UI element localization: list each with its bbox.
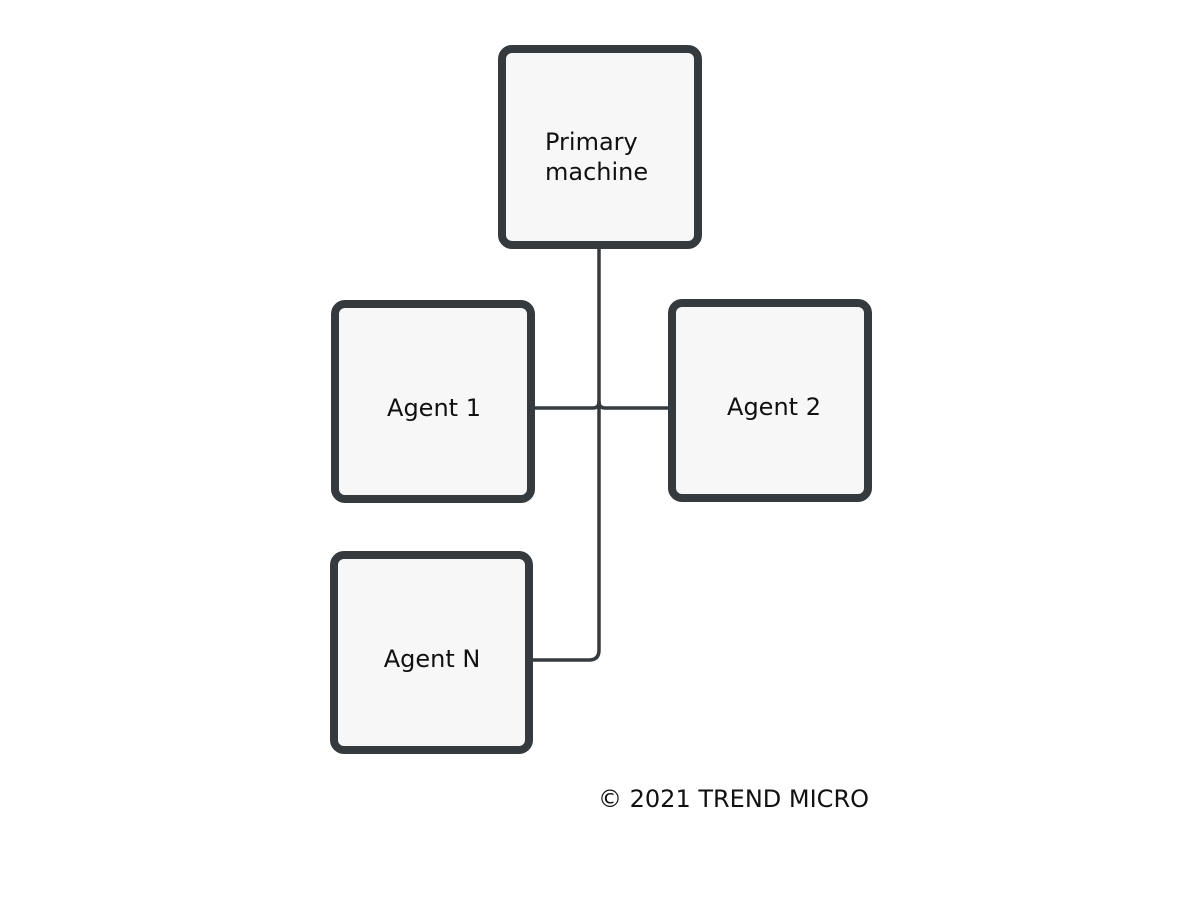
copyright-text: © 2021 TREND MICRO — [598, 785, 869, 813]
agent-n-node: Agent N — [330, 551, 533, 754]
primary-trunk-line — [531, 245, 601, 662]
agent-1-node: Agent 1 — [331, 300, 535, 503]
agent1-link-line — [531, 400, 601, 410]
connectors — [531, 245, 673, 662]
primary-machine-box — [498, 45, 702, 249]
agent-1-box — [331, 300, 535, 503]
agent2-link-line — [597, 400, 673, 410]
primary-machine-label-line1: Primary — [545, 128, 638, 156]
primary-machine-label: Primary machine — [545, 128, 648, 186]
primary-machine-label-line2: machine — [545, 158, 648, 186]
agent-2-box — [668, 299, 872, 502]
agent-2-node: Agent 2 — [668, 299, 872, 502]
agent-1-label: Agent 1 — [387, 394, 481, 422]
agent-n-label: Agent N — [384, 645, 481, 673]
agent-2-label: Agent 2 — [727, 393, 821, 421]
primary-machine-node: Primary machine — [498, 45, 702, 249]
agent-n-box — [330, 551, 533, 754]
